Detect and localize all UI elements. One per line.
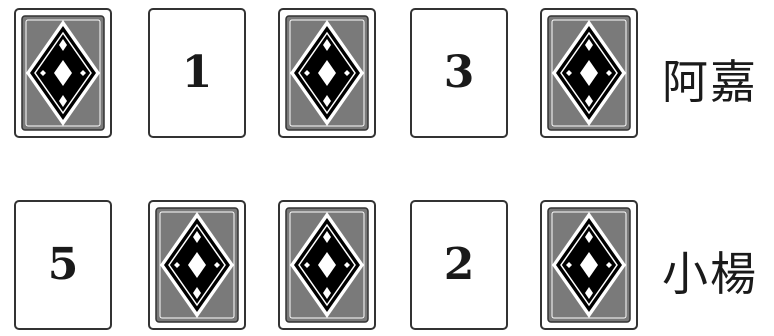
diamond-pattern-card-back-icon [542, 202, 636, 328]
card-back [278, 8, 376, 138]
card-number: 5 [48, 243, 79, 287]
diamond-pattern-card-back-icon [542, 10, 636, 136]
diamond-pattern-card-back-icon [150, 202, 244, 328]
diamond-pattern-card-back-icon [280, 10, 374, 136]
player-name: 阿嘉 [662, 46, 758, 112]
card-number: 1 [182, 51, 213, 95]
player-name: 小楊 [662, 238, 758, 304]
card-number: 3 [444, 51, 475, 95]
diamond-pattern-card-back-icon [16, 10, 110, 136]
card-number: 2 [444, 243, 475, 287]
diamond-pattern-card-back-icon [280, 202, 374, 328]
card-back [148, 200, 246, 330]
card-back [540, 8, 638, 138]
card-face: 5 [14, 200, 112, 330]
card-back [14, 8, 112, 138]
player-row-a-jia: 1 3 阿嘉 [0, 4, 774, 144]
card-back [540, 200, 638, 330]
player-row-xiao-yang: 5 2 小楊 [0, 196, 774, 336]
card-face: 3 [410, 8, 508, 138]
card-face: 2 [410, 200, 508, 330]
card-back [278, 200, 376, 330]
card-face: 1 [148, 8, 246, 138]
